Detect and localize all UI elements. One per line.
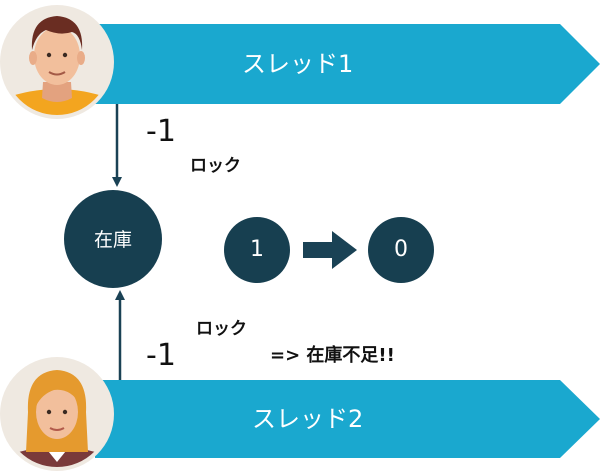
stock-label: 在庫 [93,229,132,251]
stock-node [64,190,162,288]
transition-arrow [303,231,357,269]
value-after-label: 0 [394,237,408,262]
top-decrement-label: -1 [146,114,176,149]
woman-avatar-icon [0,357,114,471]
man-avatar-icon [0,5,114,119]
thread1-banner [95,24,600,104]
value-after-node [368,217,434,283]
value-before-node [224,217,290,283]
value-before-label: 1 [250,237,264,262]
bottom-decrement-label: -1 [146,338,176,373]
thread2-banner [95,380,600,458]
bottom-lock-label: ロック [196,319,247,339]
thread2-label: スレッド2 [252,405,364,433]
top-lock-label: ロック [190,156,241,176]
thread1-label: スレッド1 [242,50,354,78]
shortage-note: => 在庫不足!! [270,345,395,366]
